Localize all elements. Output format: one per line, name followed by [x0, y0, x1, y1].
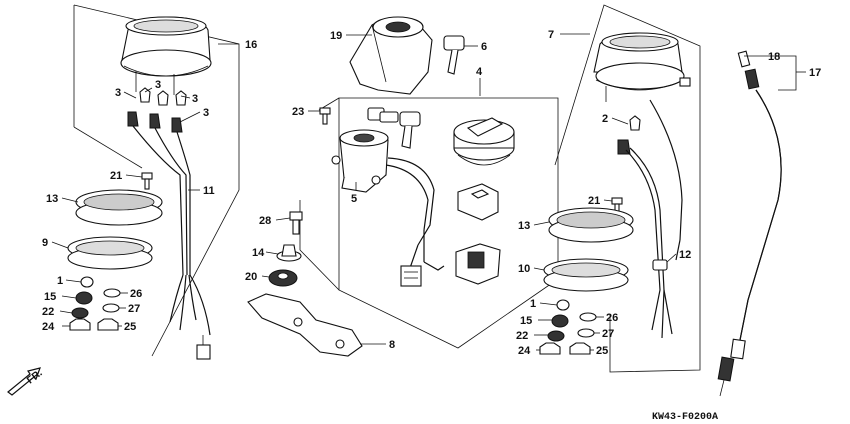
- callout-26: 26: [130, 288, 142, 300]
- callout-6: 6: [481, 41, 487, 53]
- callout-labels: 16 3 3 3 3 21 11 13 9 1 15 26 22 27 24 2…: [42, 29, 821, 357]
- callout-27: 27: [602, 328, 614, 340]
- hardware-right: [539, 299, 597, 355]
- callout-22: 22: [516, 330, 528, 342]
- callout-19: 19: [330, 30, 342, 42]
- callout-1: 1: [57, 275, 63, 287]
- callout-5: 5: [351, 193, 357, 205]
- callout-27: 27: [128, 303, 140, 315]
- callout-18: 18: [768, 51, 780, 63]
- callout-13: 13: [518, 220, 530, 232]
- callout-9: 9: [42, 237, 48, 249]
- callout-22: 22: [42, 306, 54, 318]
- bulbs-3: [127, 87, 187, 133]
- callout-17: 17: [809, 67, 821, 79]
- switch-wires: [385, 157, 445, 287]
- callout-11: 11: [203, 185, 215, 197]
- bezel-ring-13-left: [75, 189, 163, 226]
- callout-14: 14: [252, 247, 265, 259]
- hardware-left: [69, 276, 121, 331]
- diagram-code: KW43-F0200A: [652, 412, 718, 423]
- callout-12: 12: [679, 249, 691, 261]
- callout-26: 26: [606, 312, 618, 324]
- callout-3: 3: [155, 79, 161, 91]
- callout-15: 15: [520, 315, 532, 327]
- meter-cable-17: [717, 50, 782, 397]
- callout-15: 15: [44, 291, 56, 303]
- tachometer-unit-7: [593, 32, 691, 102]
- screw-23: [319, 107, 331, 125]
- callout-20: 20: [245, 271, 257, 283]
- callout-3: 3: [192, 93, 198, 105]
- wire-harness-11: [132, 125, 211, 360]
- bolt-28: [289, 211, 303, 235]
- callout-25: 25: [596, 345, 608, 357]
- bulb-2: [617, 115, 641, 155]
- callout-3: 3: [203, 107, 209, 119]
- callout-13: 13: [46, 193, 58, 205]
- callout-25: 25: [124, 321, 136, 333]
- front-direction-arrow: FR.: [7, 367, 45, 396]
- callout-3: 3: [115, 87, 121, 99]
- callout-8: 8: [389, 339, 395, 351]
- callout-21: 21: [588, 195, 600, 207]
- callout-16: 16: [245, 39, 257, 51]
- speedometer-unit-16: [120, 16, 212, 95]
- callout-4: 4: [476, 66, 483, 78]
- meter-stay-8: [247, 293, 363, 357]
- key-6: [443, 35, 465, 75]
- callout-10: 10: [518, 263, 530, 275]
- fuel-cap-4: [453, 117, 515, 166]
- callout-24: 24: [42, 321, 55, 333]
- screw-21-left: [141, 172, 153, 190]
- callout-2: 2: [602, 113, 608, 125]
- callout-21: 21: [110, 170, 122, 182]
- right-assembly-frame: [554, 4, 701, 373]
- callout-28: 28: [259, 215, 271, 227]
- bezel-ring-13-right: [548, 207, 634, 243]
- ignition-switch-5: [331, 107, 421, 193]
- gasket-9: [67, 236, 153, 270]
- wire-harness-12: [625, 99, 683, 339]
- callout-1: 1: [530, 298, 536, 310]
- callout-24: 24: [518, 345, 531, 357]
- callout-7: 7: [548, 29, 554, 41]
- callout-23: 23: [292, 106, 304, 118]
- switch-cover-19: [349, 16, 433, 95]
- grommet-20: [268, 269, 298, 287]
- collar-14: [276, 244, 302, 262]
- rubber-mounts: [455, 183, 501, 285]
- leader-lines: [51, 33, 806, 351]
- gasket-10: [543, 258, 629, 292]
